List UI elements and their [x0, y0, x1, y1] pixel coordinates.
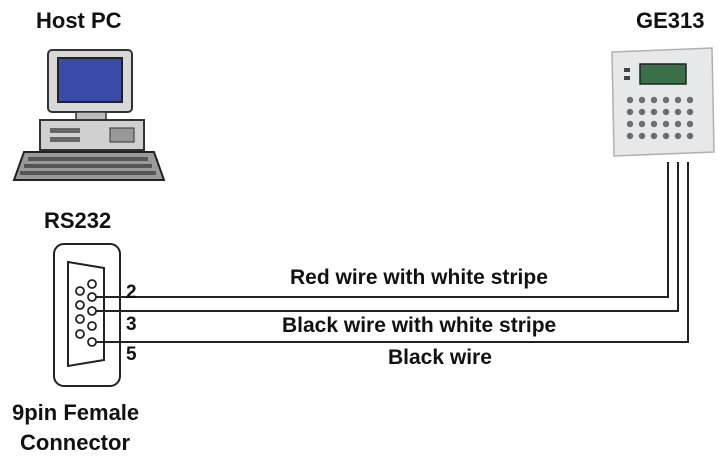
pin-number: 2	[126, 282, 137, 303]
wire-label: Red wire with white stripe	[290, 266, 548, 289]
wire-red-white-stripe	[96, 162, 669, 298]
connector-label-line2: Connector	[20, 430, 130, 455]
host-pc-label: Host PC	[36, 8, 122, 33]
connector-label-line1: 9pin Female	[12, 400, 140, 425]
port-label: RS232	[44, 208, 112, 233]
pin-number: 3	[126, 314, 137, 335]
wire-black-white-stripe	[96, 162, 679, 312]
wire-black	[96, 162, 689, 343]
pin-number: 5	[126, 344, 137, 365]
wire-label: Black wire	[388, 346, 492, 369]
wire-label: Black wire with white stripe	[282, 314, 557, 337]
db9-connector-icon	[53, 243, 121, 387]
keypad-controller-icon	[611, 47, 715, 157]
desktop-computer-icon	[12, 49, 166, 181]
device-label: GE313	[636, 8, 705, 33]
